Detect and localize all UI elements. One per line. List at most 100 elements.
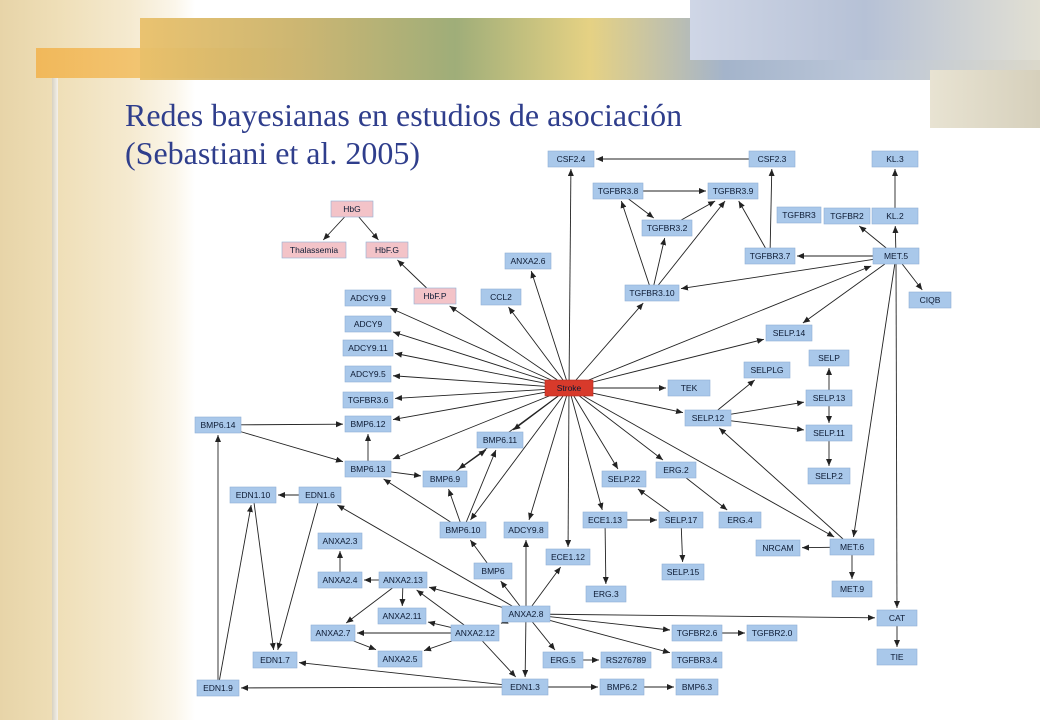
edge-anxa2-12-to-edn1-3 xyxy=(482,640,517,678)
node-label: ERG.4 xyxy=(727,515,753,525)
node-label: TGFBR3.9 xyxy=(713,186,754,196)
node-ccl2: CCL2 xyxy=(480,288,522,306)
node-label: BMP6.9 xyxy=(430,474,461,484)
edge-stroke-to-ccl2 xyxy=(508,306,564,381)
node-label: SELP.17 xyxy=(665,515,698,525)
node-tie: TIE xyxy=(876,648,918,666)
node-label: RS276789 xyxy=(606,655,646,665)
node-box xyxy=(599,678,645,696)
node-anxa2-11: ANXA2.11 xyxy=(377,607,427,625)
node-tgfbr3: TGFBR3 xyxy=(776,206,822,224)
node-anxa2-8: ANXA2.8 xyxy=(501,605,551,623)
node-label: EDN1.9 xyxy=(203,683,233,693)
node-bmp6-12: BMP6.12 xyxy=(344,415,392,433)
node-label: SELPLG xyxy=(750,365,783,375)
edge-anxa2-8-to-anxa2-13 xyxy=(428,586,503,608)
node-box xyxy=(298,486,342,504)
node-box xyxy=(624,284,680,302)
edge-stroke-to-tgfbr3-10 xyxy=(575,302,644,381)
node-bmp6: BMP6 xyxy=(473,562,513,580)
node-label: TGFBR3.4 xyxy=(677,655,718,665)
edge-bmp6-to-bmp6-10 xyxy=(469,539,488,564)
title-line-2: (Sebastiani et al. 2005) xyxy=(125,135,421,171)
edge-stroke-to-selp-22 xyxy=(573,395,619,470)
node-bmp6-13: BMP6.13 xyxy=(344,460,392,478)
node-box xyxy=(872,247,920,265)
edge-hbf-p-to-hbf-g xyxy=(397,259,427,289)
edge-stroke-to-bmp6-12 xyxy=(392,391,546,422)
node-box xyxy=(547,150,595,168)
edge-stroke-to-hbf-p xyxy=(449,305,558,381)
edge-anxa2-8-to-tgfbr2-6 xyxy=(549,616,671,633)
node-box xyxy=(755,539,801,557)
node-tgfbr3-7: TGFBR3.7 xyxy=(744,247,796,265)
edge-selp-12-to-selp-13 xyxy=(730,400,805,415)
node-kl-2: KL.2 xyxy=(871,207,919,225)
node-box xyxy=(473,562,513,580)
node-box xyxy=(871,207,919,225)
node-label: ANXA2.12 xyxy=(455,628,495,638)
edge-stroke-to-met-5 xyxy=(588,265,872,381)
node-box xyxy=(504,252,552,270)
node-adcy9-8: ADCY9.8 xyxy=(503,521,549,539)
edge-anxa2-12-to-anxa2-11 xyxy=(427,620,452,628)
node-selp-13: SELP.13 xyxy=(805,389,853,407)
node-box xyxy=(317,532,363,550)
edge-anxa2-7-to-anxa2-5 xyxy=(353,640,377,651)
node-tgfbr2: TGFBR2 xyxy=(823,207,871,225)
node-selp-2: SELP.2 xyxy=(807,467,851,485)
node-edn1-7: EDN1.7 xyxy=(252,651,298,669)
node-anxa2-12: ANXA2.12 xyxy=(450,624,500,642)
node-thalassemia: Thalassemia xyxy=(281,241,347,259)
edge-bmp6-14-to-bmp6-13 xyxy=(240,431,344,463)
edge-bmp6-13-to-bmp6-9 xyxy=(390,471,422,478)
node-box xyxy=(592,182,644,200)
node-box xyxy=(194,416,242,434)
node-box xyxy=(342,339,394,357)
node-label: KL.2 xyxy=(886,211,904,221)
node-label: TEK xyxy=(681,383,698,393)
node-rs276789: RS276789 xyxy=(600,651,652,669)
node-box xyxy=(829,538,875,556)
node-met-5: MET.5 xyxy=(872,247,920,265)
node-box xyxy=(501,678,549,696)
node-tgfbr2-6: TGFBR2.6 xyxy=(671,624,723,642)
node-label: ANXA2.4 xyxy=(323,575,358,585)
node-box xyxy=(344,415,392,433)
node-box xyxy=(377,607,427,625)
node-box xyxy=(252,651,298,669)
node-label: CAT xyxy=(889,613,905,623)
edge-met-5-to-cat xyxy=(893,263,900,609)
edge-met-5-to-tgfbr3-10 xyxy=(680,259,874,291)
edge-erg-2-to-erg-4 xyxy=(685,477,728,511)
edge-anxa2-8-to-edn1-6 xyxy=(337,504,513,607)
node-adcy9-11: ADCY9.11 xyxy=(342,339,394,357)
node-label: TGFBR3.8 xyxy=(598,186,639,196)
node-anxa2-13: ANXA2.13 xyxy=(378,571,428,589)
edge-stroke-to-csf2-4 xyxy=(567,168,574,381)
node-label: ERG.5 xyxy=(550,655,576,665)
edge-stroke-to-adcy9-11 xyxy=(394,351,546,384)
node-label: SELP xyxy=(818,353,840,363)
edge-anxa2-8-to-cat xyxy=(549,613,876,621)
edge-anxa2-8-to-tgfbr3-4 xyxy=(549,620,671,654)
node-box xyxy=(675,678,719,696)
node-csf2-4: CSF2.4 xyxy=(547,150,595,168)
node-kl-3: KL.3 xyxy=(871,150,919,168)
node-label: TGFBR3.7 xyxy=(750,251,791,261)
node-label: BMP6.3 xyxy=(682,682,713,692)
node-label: EDN1.6 xyxy=(305,490,335,500)
edge-bmp6-10-to-bmp6-11 xyxy=(465,449,497,523)
node-box xyxy=(667,379,711,397)
node-selp: SELP xyxy=(808,349,850,367)
edge-anxa2-13-to-anxa2-7 xyxy=(345,587,393,624)
node-box xyxy=(344,315,392,333)
node-box xyxy=(377,650,423,668)
node-label: CSF2.4 xyxy=(557,154,586,164)
node-tgfbr3-10: TGFBR3.10 xyxy=(624,284,680,302)
edge-stroke-to-ece1-13 xyxy=(570,395,604,511)
node-box xyxy=(501,605,551,623)
node-box xyxy=(876,648,918,666)
edge-anxa2-8-to-erg-5 xyxy=(532,621,556,651)
